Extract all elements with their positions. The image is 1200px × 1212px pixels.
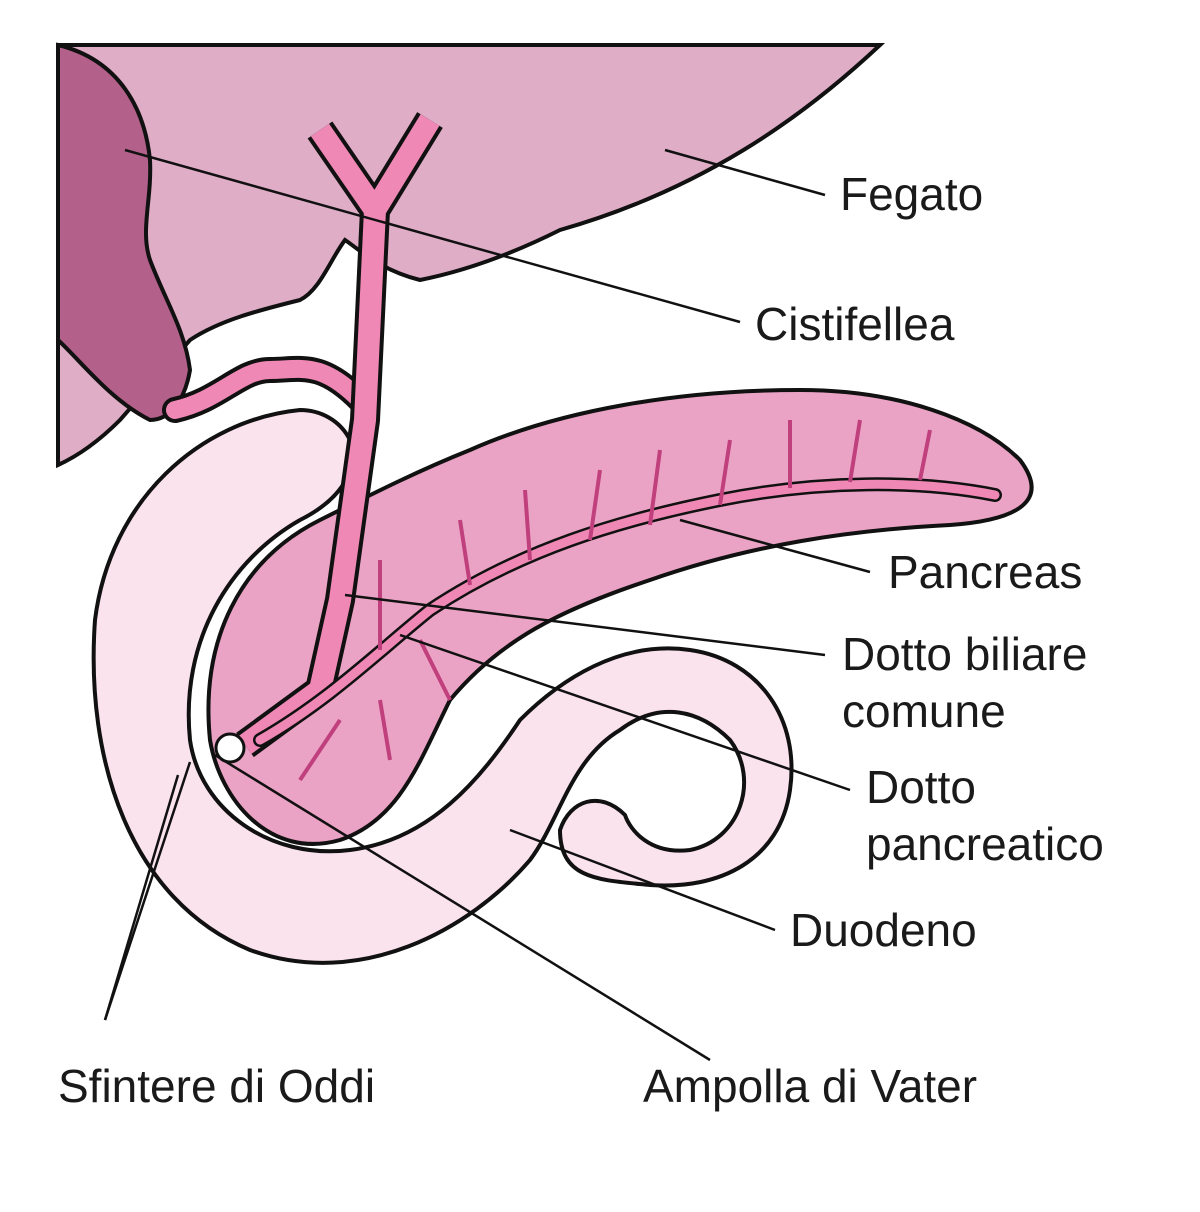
label-common-bile-duct-2: comune: [842, 685, 1006, 737]
leader-liver: [664, 148, 826, 197]
pancreas: [206, 387, 1034, 846]
ampulla: [214, 732, 246, 764]
leader-ampulla: [214, 753, 711, 1062]
leader-common-bile-duct: [344, 593, 826, 657]
pancreatic-duct-branches: [298, 419, 932, 782]
label-sphincter: Sfintere di Oddi: [58, 1060, 375, 1112]
leader-gallbladder: [124, 148, 741, 324]
label-pancreatic-duct-1: Dotto: [866, 761, 976, 813]
gallbladder: [56, 42, 193, 423]
label-duodenum: Duodeno: [790, 904, 977, 956]
leader-pancreatic-duct: [399, 633, 851, 792]
label-liver: Fegato: [840, 168, 983, 220]
label-ampulla: Ampolla di Vater: [643, 1060, 977, 1112]
leader-pancreas: [679, 518, 871, 574]
leader-duodenum: [509, 828, 776, 932]
duodenum: [91, 407, 794, 965]
leader-sphincter-a: [103, 761, 192, 1021]
label-pancreas: Pancreas: [888, 546, 1082, 598]
label-common-bile-duct-1: Dotto biliare: [842, 628, 1087, 680]
label-pancreatic-duct-2: pancreatico: [866, 818, 1104, 870]
leader-sphincter-b: [103, 774, 180, 1021]
label-gallbladder: Cistifellea: [755, 298, 955, 350]
